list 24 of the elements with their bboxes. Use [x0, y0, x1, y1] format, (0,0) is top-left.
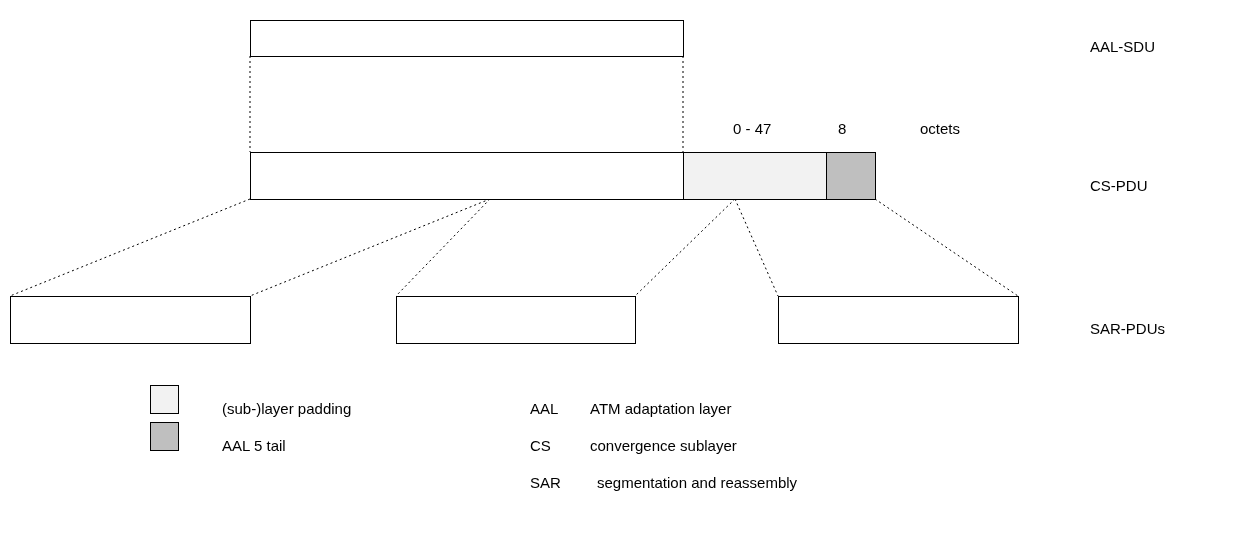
- dotted-connector: [874, 198, 1019, 297]
- sar-pdu-box: [10, 296, 251, 344]
- dotted-connector: [249, 55, 251, 153]
- sar-pdu-box: [396, 296, 636, 344]
- abbreviation: AAL: [530, 400, 559, 418]
- sdu-box: [250, 20, 684, 57]
- sar-pdu-box: [778, 296, 1019, 344]
- abbreviation-meaning: ATM adaptation layer: [590, 400, 732, 418]
- abbreviation: CS: [530, 437, 551, 455]
- dotted-connector: [9, 198, 251, 297]
- payload-box: [250, 152, 684, 200]
- size-label: 8: [838, 120, 847, 138]
- abbreviation: SAR: [530, 474, 561, 492]
- legend-label: AAL 5 tail: [222, 437, 286, 455]
- tail-box: [826, 152, 876, 200]
- unit-label: octets: [920, 120, 961, 138]
- layer-label: CS-PDU: [1090, 177, 1148, 195]
- layer-label: AAL-SDU: [1090, 38, 1156, 56]
- abbreviation-meaning: segmentation and reassembly: [597, 474, 798, 492]
- padding-box: [683, 152, 827, 200]
- size-label: 0 - 47: [733, 120, 772, 138]
- legend-label: (sub-)layer padding: [222, 400, 352, 418]
- layer-label: SAR-PDUs: [1090, 320, 1165, 338]
- abbreviation-meaning: convergence sublayer: [590, 437, 737, 455]
